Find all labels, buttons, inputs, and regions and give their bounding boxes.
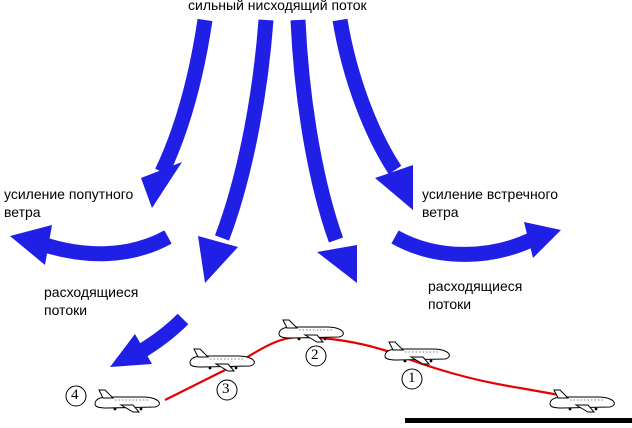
headwind-label-line1: усиление встречного (422, 186, 558, 203)
downdraft-arrow-far-right (340, 20, 413, 210)
aircraft-position-1 (385, 342, 449, 364)
tailwind-label-line1: усиление попутного (4, 186, 133, 203)
diverging-flows-left-line1: расходящиеся (44, 284, 138, 301)
downdraft-arrow-far-left (141, 20, 205, 208)
headwind-label-line2: ветра (422, 204, 459, 221)
aircraft-landing (550, 390, 614, 412)
outflow-arrow-right (395, 222, 561, 258)
ground-line (405, 418, 632, 423)
diverging-flows-left-line2: потоки (44, 302, 87, 319)
aircraft-position-4 (95, 390, 159, 412)
aircraft-position-3 (190, 349, 254, 371)
tailwind-label-line2: ветра (4, 204, 41, 221)
position-number-1: 1 (408, 370, 416, 387)
diagram-title: сильный нисходящий поток (188, 0, 367, 14)
position-number-2: 2 (311, 347, 319, 364)
diverging-flows-right-line1: расходящиеся (428, 278, 522, 295)
position-number-4: 4 (71, 387, 79, 404)
position-number-3: 3 (222, 381, 230, 398)
outflow-arrow-left (10, 225, 168, 265)
outflow-arrow-lower-left (110, 319, 183, 367)
diverging-flows-right-line2: потоки (428, 296, 471, 313)
downdraft-arrow-center-left (198, 20, 266, 283)
